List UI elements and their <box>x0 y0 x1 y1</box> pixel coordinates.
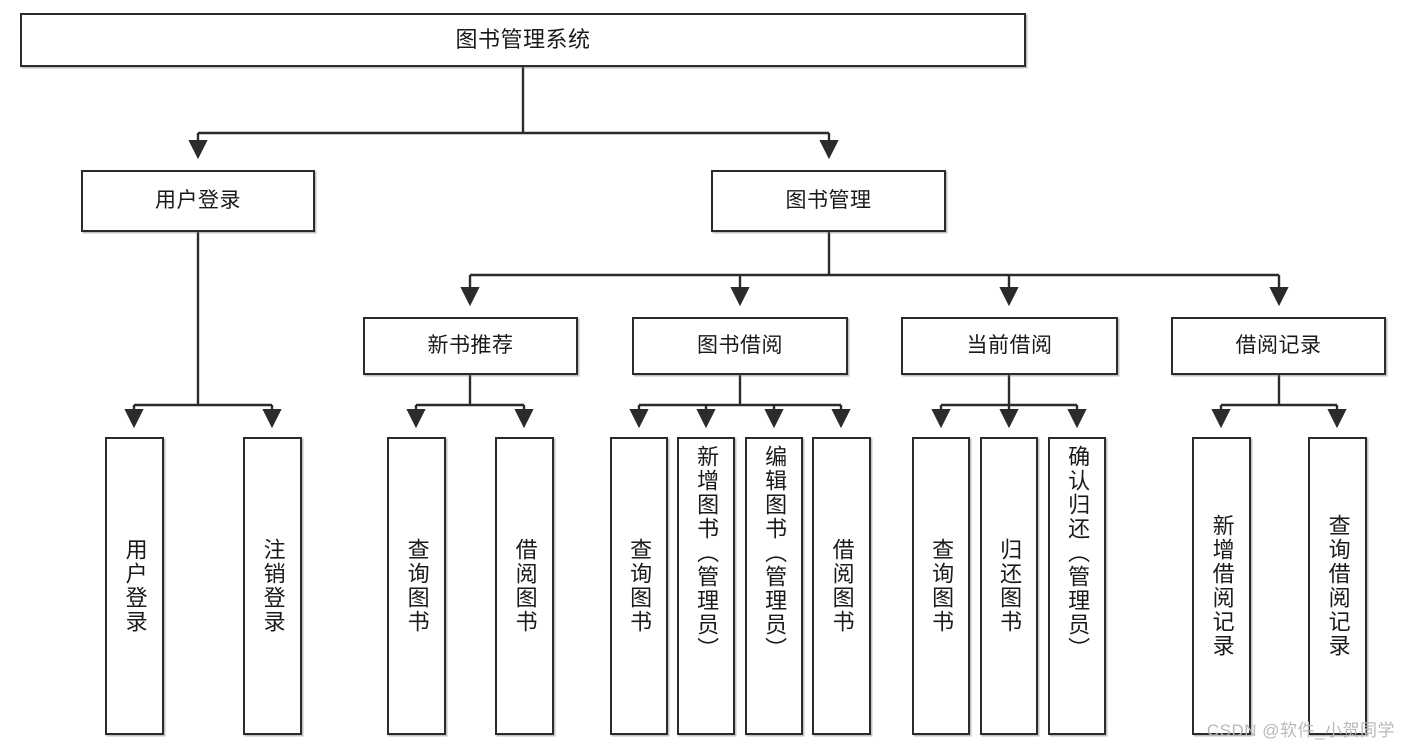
node-book-manage[interactable]: 图书管理 <box>711 170 946 232</box>
watermark: CSDN @软件_小贺同学 <box>1206 721 1395 740</box>
node-leaf-query-record[interactable]: 查询借阅记录 <box>1308 437 1367 735</box>
node-borrow-record[interactable]: 借阅记录 <box>1171 317 1386 375</box>
node-leaf-query-book-3[interactable]: 查询图书 <box>912 437 970 735</box>
node-new-book-recommend[interactable]: 新书推荐 <box>363 317 578 375</box>
node-leaf-return-book[interactable]: 归还图书 <box>980 437 1038 735</box>
node-leaf-logout-login[interactable]: 注销登录 <box>243 437 302 735</box>
node-leaf-add-record[interactable]: 新增借阅记录 <box>1192 437 1251 735</box>
node-new-book-recommend-label: 新书推荐 <box>427 334 514 358</box>
node-leaf-edit-book[interactable]: 编辑图书（管理员） <box>745 437 803 735</box>
node-leaf-add-book-label: 新增图书（管理员） <box>694 445 720 661</box>
node-leaf-query-record-label: 查询借阅记录 <box>1325 514 1351 658</box>
node-leaf-confirm-return[interactable]: 确认归还（管理员） <box>1048 437 1106 735</box>
node-leaf-add-book[interactable]: 新增图书（管理员） <box>677 437 735 735</box>
node-leaf-query-book-1-label: 查询图书 <box>404 538 430 634</box>
node-book-borrow[interactable]: 图书借阅 <box>632 317 848 375</box>
node-leaf-query-book-2-label: 查询图书 <box>627 538 653 634</box>
node-leaf-query-book-3-label: 查询图书 <box>929 538 955 634</box>
node-leaf-borrow-book-1-label: 借阅图书 <box>512 538 538 634</box>
node-leaf-query-book-1[interactable]: 查询图书 <box>387 437 446 735</box>
node-leaf-confirm-return-label: 确认归还（管理员） <box>1065 445 1091 661</box>
node-leaf-return-book-label: 归还图书 <box>997 538 1023 634</box>
node-root-label: 图书管理系统 <box>455 26 591 52</box>
node-root[interactable]: 图书管理系统 <box>20 13 1026 67</box>
node-current-borrow-label: 当前借阅 <box>966 334 1053 358</box>
node-leaf-edit-book-label: 编辑图书（管理员） <box>762 445 788 661</box>
node-user-login[interactable]: 用户登录 <box>81 170 315 232</box>
node-user-login-label: 用户登录 <box>155 189 241 213</box>
node-leaf-user-login-label: 用户登录 <box>122 538 148 634</box>
node-current-borrow[interactable]: 当前借阅 <box>901 317 1118 375</box>
node-leaf-logout-login-label: 注销登录 <box>260 538 286 634</box>
node-leaf-borrow-book-2[interactable]: 借阅图书 <box>812 437 871 735</box>
node-leaf-add-record-label: 新增借阅记录 <box>1209 514 1235 658</box>
node-borrow-record-label: 借阅记录 <box>1235 334 1322 358</box>
node-leaf-user-login[interactable]: 用户登录 <box>105 437 164 735</box>
node-book-borrow-label: 图书借阅 <box>697 334 783 358</box>
node-leaf-query-book-2[interactable]: 查询图书 <box>610 437 668 735</box>
node-book-manage-label: 图书管理 <box>785 189 872 213</box>
node-leaf-borrow-book-1[interactable]: 借阅图书 <box>495 437 554 735</box>
node-leaf-borrow-book-2-label: 借阅图书 <box>829 538 855 634</box>
